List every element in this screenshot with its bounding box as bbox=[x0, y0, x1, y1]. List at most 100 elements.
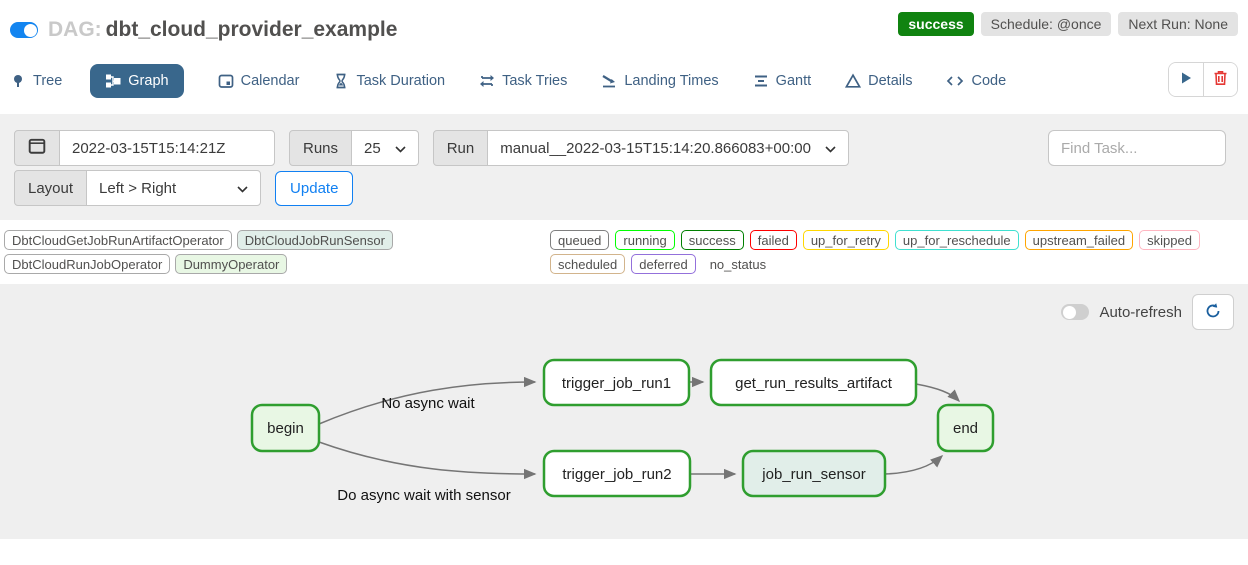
run-id-select[interactable]: manual__2022-03-15T15:14:20.866083+00:00 bbox=[487, 130, 849, 166]
operator-legend: DbtCloudGetJobRunArtifactOperator DbtClo… bbox=[4, 230, 550, 274]
tab-label: Landing Times bbox=[624, 73, 719, 89]
edge-artifact-end bbox=[915, 383, 961, 403]
status-badge-failed[interactable]: failed bbox=[749, 230, 797, 250]
dag-header: DAG:dbt_cloud_provider_example success S… bbox=[0, 0, 1248, 42]
refresh-button[interactable] bbox=[1192, 294, 1234, 330]
tab-label: Tree bbox=[33, 73, 63, 89]
edge-begin-trigger2 bbox=[318, 441, 537, 480]
chevron-down-icon bbox=[237, 180, 248, 197]
calendar-icon bbox=[28, 137, 46, 159]
find-task-input[interactable] bbox=[1048, 130, 1226, 166]
status-badge-up-for-reschedule[interactable]: up_for_reschedule bbox=[894, 230, 1019, 250]
tab-graph[interactable]: Graph bbox=[90, 64, 184, 98]
task-node-begin[interactable]: begin bbox=[250, 403, 321, 453]
edge-begin-trigger1 bbox=[318, 376, 537, 425]
tab-task-tries[interactable]: Task Tries bbox=[479, 73, 567, 89]
run-id-value: manual__2022-03-15T15:14:20.866083+00:00 bbox=[500, 139, 811, 157]
operator-badge: DbtCloudJobRunSensor bbox=[236, 230, 393, 250]
tab-label: Task Duration bbox=[356, 73, 446, 89]
svg-text:job_run_sensor: job_run_sensor bbox=[761, 466, 865, 483]
page-title: DAG:dbt_cloud_provider_example bbox=[48, 18, 397, 42]
status-badge-scheduled[interactable]: scheduled bbox=[550, 254, 626, 274]
svg-text:trigger_job_run1: trigger_job_run1 bbox=[562, 375, 671, 392]
tab-gantt[interactable]: Gantt bbox=[753, 73, 811, 89]
status-badge-upstream-failed[interactable]: upstream_failed bbox=[1024, 230, 1134, 250]
svg-text:get_run_results_artifact: get_run_results_artifact bbox=[735, 375, 893, 392]
svg-text:trigger_job_run2: trigger_job_run2 bbox=[562, 466, 671, 483]
datepicker-button[interactable] bbox=[14, 130, 60, 166]
runs-group: Runs 25 bbox=[289, 130, 419, 166]
toggle-knob bbox=[23, 23, 37, 37]
execution-date-input[interactable] bbox=[59, 130, 275, 166]
execution-date-value[interactable] bbox=[72, 139, 262, 157]
status-badge-success[interactable]: success bbox=[680, 230, 744, 250]
dag-action-buttons bbox=[1168, 62, 1238, 97]
task-node-end[interactable]: end bbox=[936, 403, 995, 453]
layout-label: Layout bbox=[14, 170, 88, 206]
chevron-down-icon bbox=[825, 140, 836, 157]
landing-plane-icon bbox=[601, 73, 617, 89]
tab-task-duration[interactable]: Task Duration bbox=[333, 73, 445, 89]
run-group: Run manual__2022-03-15T15:14:20.866083+0… bbox=[432, 130, 849, 166]
auto-refresh-label: Auto-refresh bbox=[1099, 303, 1182, 321]
status-badge-no-status[interactable]: no_status bbox=[709, 256, 767, 272]
tab-label: Task Tries bbox=[502, 73, 568, 89]
dag-title-prefix: DAG: bbox=[48, 18, 102, 41]
graph-icon bbox=[105, 73, 121, 89]
status-badge-up-for-retry[interactable]: up_for_retry bbox=[802, 230, 889, 250]
edge-label-async-sensor: Do async wait with sensor bbox=[337, 487, 510, 504]
retry-arrows-icon bbox=[479, 73, 495, 89]
task-node-trigger-job-run2[interactable]: trigger_job_run2 bbox=[542, 449, 692, 498]
edge-sensor-end bbox=[884, 454, 944, 475]
tab-calendar[interactable]: Calendar bbox=[218, 73, 300, 89]
tab-label: Calendar bbox=[240, 73, 300, 89]
task-node-job-run-sensor[interactable]: job_run_sensor bbox=[741, 449, 887, 498]
graph-filter-panel: Runs 25 Run manual__2022-03-15T15:14:20.… bbox=[0, 114, 1248, 220]
layout-group: Layout Left > Right bbox=[14, 170, 262, 206]
update-button[interactable]: Update bbox=[275, 170, 354, 206]
header-badges: success Schedule: @once Next Run: None bbox=[898, 12, 1238, 36]
status-badge-queued[interactable]: queued bbox=[550, 230, 610, 250]
status-badge-deferred[interactable]: deferred bbox=[631, 254, 696, 274]
task-node-trigger-job-run1[interactable]: trigger_job_run1 bbox=[542, 358, 691, 407]
chevron-down-icon bbox=[395, 140, 406, 157]
status-badge-running[interactable]: running bbox=[615, 230, 675, 250]
svg-text:begin: begin bbox=[267, 420, 304, 437]
tab-label: Code bbox=[971, 73, 1007, 89]
dag-title-name: dbt_cloud_provider_example bbox=[105, 18, 398, 41]
gantt-bars-icon bbox=[753, 73, 769, 89]
hourglass-icon bbox=[333, 73, 349, 89]
operator-badge: DummyOperator bbox=[175, 254, 288, 274]
dag-graph-canvas: No async wait Do async wait with sensor … bbox=[250, 358, 995, 504]
tab-label: Graph bbox=[128, 73, 169, 89]
tab-details[interactable]: Details bbox=[845, 73, 912, 89]
status-legend: queued running success failed up_for_ret… bbox=[550, 230, 1244, 274]
tab-label: Gantt bbox=[775, 73, 812, 89]
filter-row-2: Layout Left > Right Update bbox=[14, 170, 1234, 206]
layout-value: Left > Right bbox=[99, 179, 177, 197]
filter-row-1: Runs 25 Run manual__2022-03-15T15:14:20.… bbox=[14, 130, 1234, 166]
dag-pause-toggle[interactable] bbox=[10, 22, 38, 38]
trash-icon bbox=[1213, 70, 1228, 89]
tab-landing-times[interactable]: Landing Times bbox=[601, 73, 719, 89]
tab-tree[interactable]: Tree bbox=[10, 73, 62, 89]
runs-count-select[interactable]: 25 bbox=[351, 130, 419, 166]
trigger-dag-button[interactable] bbox=[1169, 63, 1203, 96]
code-brackets-icon bbox=[946, 73, 964, 89]
find-task-wrapper bbox=[1048, 130, 1226, 166]
auto-refresh-toggle[interactable] bbox=[1061, 304, 1090, 320]
operator-badge: DbtCloudGetJobRunArtifactOperator bbox=[4, 230, 232, 250]
layout-select[interactable]: Left > Right bbox=[86, 170, 262, 206]
status-badge-skipped[interactable]: skipped bbox=[1139, 230, 1200, 250]
tab-code[interactable]: Code bbox=[946, 73, 1006, 89]
delete-dag-button[interactable] bbox=[1203, 63, 1237, 96]
execution-date-group bbox=[14, 130, 275, 166]
svg-text:end: end bbox=[953, 420, 978, 437]
schedule-badge: Schedule: @once bbox=[980, 12, 1112, 36]
task-node-get-run-results-artifact[interactable]: get_run_results_artifact bbox=[709, 358, 918, 407]
next-run-badge: Next Run: None bbox=[1118, 12, 1238, 36]
dag-graph-panel: Auto-refresh No async wait Do async wait… bbox=[0, 284, 1248, 539]
runs-label: Runs bbox=[289, 130, 353, 166]
calendar-icon bbox=[218, 73, 234, 89]
refresh-icon bbox=[1204, 302, 1222, 323]
